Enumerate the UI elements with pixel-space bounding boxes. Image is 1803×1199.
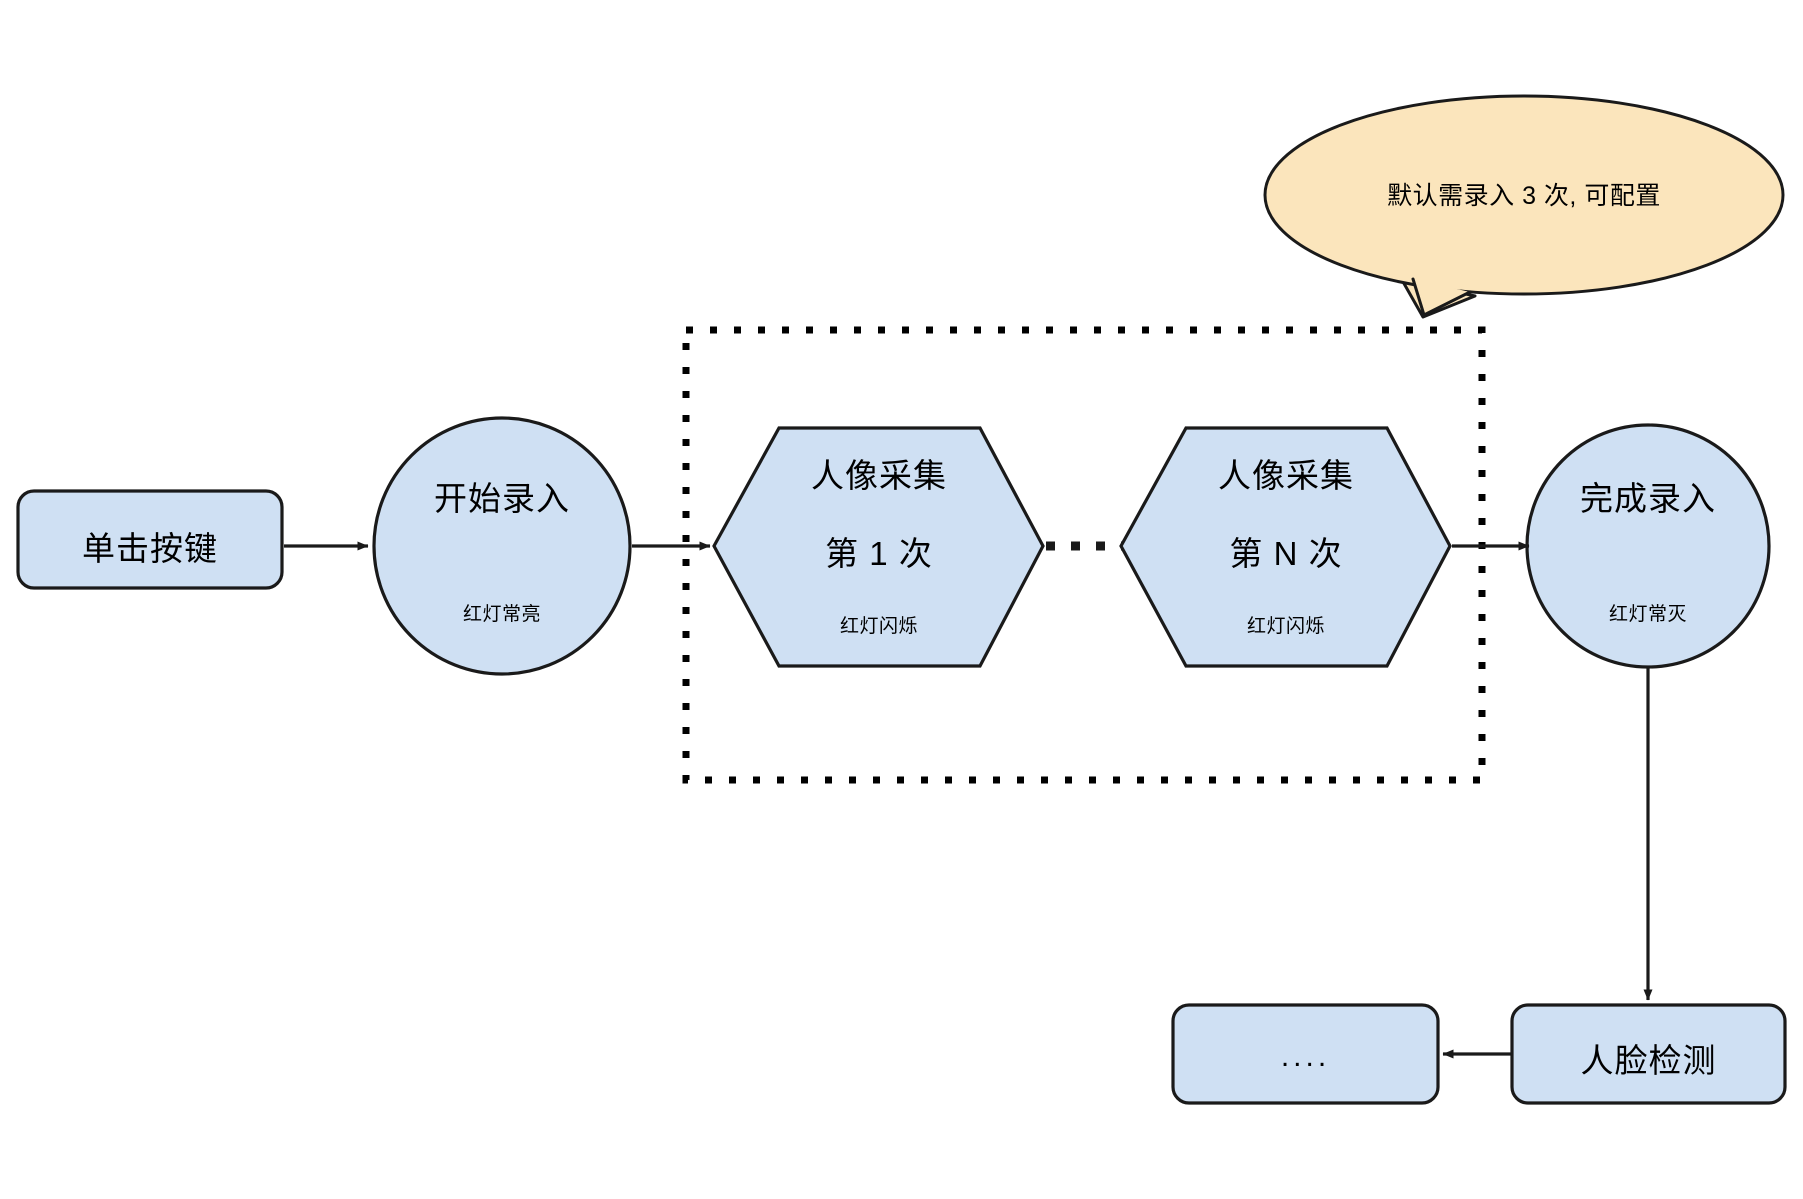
node-finish-enroll-shape[interactable] — [1525, 423, 1771, 669]
node-face-detect-shape[interactable] — [1510, 1003, 1787, 1105]
node-capture-nth-shape[interactable] — [1119, 426, 1452, 668]
node-start-enroll-shape[interactable] — [372, 416, 632, 676]
node-more-steps-shape[interactable] — [1171, 1003, 1440, 1105]
node-click-button-shape[interactable] — [16, 489, 284, 590]
node-capture-first-shape[interactable] — [712, 426, 1045, 668]
callout-repeat-note-shape[interactable] — [1263, 94, 1785, 319]
